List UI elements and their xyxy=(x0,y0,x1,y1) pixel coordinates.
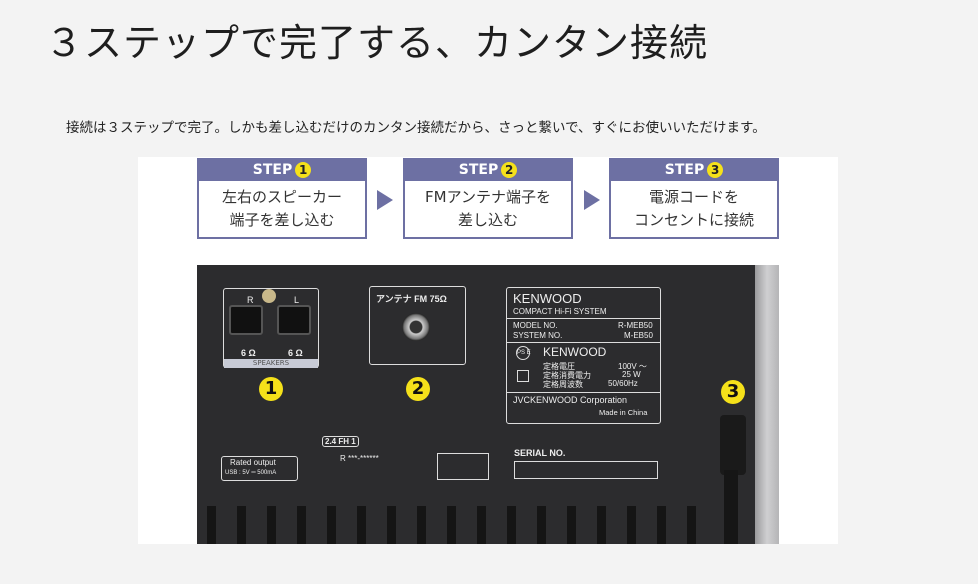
step-label: STEP xyxy=(458,162,499,178)
step-3-text-line2: コンセントに接続 xyxy=(633,211,754,229)
serial-box xyxy=(514,461,658,479)
rating-frequency-label: 定格周波数 xyxy=(543,380,583,389)
step-number-badge: 1 xyxy=(295,162,312,178)
system-value: M-EB50 xyxy=(624,331,653,340)
radio-certification: R ***-****** xyxy=(340,454,379,463)
arrow-right-icon xyxy=(584,190,600,210)
corporation-text: JVCKENWOOD Corporation xyxy=(513,395,628,405)
blank-box xyxy=(437,453,489,480)
rated-output-label xyxy=(221,456,298,481)
step-3-text-line1: 電源コードを xyxy=(648,188,739,206)
step-2-text-line1: FMアンテナ端子を xyxy=(425,188,551,206)
rated-output-text: Rated output xyxy=(230,458,276,467)
rating-power-label: 定格消費電力 xyxy=(543,371,591,380)
rating-voltage-value: 100V 〜 xyxy=(618,362,647,371)
brand-text-2: KENWOOD xyxy=(543,345,607,359)
rating-power-value: 25 W xyxy=(622,370,641,379)
device-side-panel xyxy=(755,265,779,544)
step-label: STEP xyxy=(252,162,293,178)
arrow-right-icon xyxy=(377,190,393,210)
model-value: R-MEB50 xyxy=(618,321,653,330)
marker-2-badge: 2 xyxy=(406,377,430,401)
step-2-text-line2: 差し込む xyxy=(457,211,518,229)
made-in-text: Made in China xyxy=(599,408,648,417)
product-text: COMPACT Hi-Fi SYSTEM xyxy=(513,307,607,316)
speaker-jack-l xyxy=(277,305,311,335)
speaker-jack-r xyxy=(229,305,263,335)
rating-frequency-value: 50/60Hz xyxy=(608,379,638,388)
model-label: MODEL NO. xyxy=(513,321,558,330)
brand-text: KENWOOD xyxy=(513,291,582,306)
step-1-text-line2: 端子を差し込む xyxy=(229,211,335,229)
rating-voltage-label: 定格電圧 xyxy=(543,362,575,371)
screw-icon xyxy=(262,289,276,303)
power-cord xyxy=(724,470,738,544)
system-label: SYSTEM NO. xyxy=(513,331,563,340)
ohm-l-label: 6 Ω xyxy=(288,348,303,358)
marker-3-badge: 3 xyxy=(721,380,745,404)
page-subtitle: 接続は３ステップで完了。しかも差し込むだけのカンタン接続だから、さっと繋いで、す… xyxy=(66,120,766,136)
power-cord-plug xyxy=(720,415,746,475)
serial-label: SERIAL NO. xyxy=(514,448,566,458)
fm-antenna-jack xyxy=(402,313,430,341)
speakers-label: SPEAKERS xyxy=(224,359,318,368)
usb-rating-text: USB : 5V ═ 500mA xyxy=(225,470,277,476)
antenna-terminal-area xyxy=(369,286,466,365)
speaker-r-label: R xyxy=(247,295,254,305)
marker-1-badge: 1 xyxy=(259,377,283,401)
step-number-badge: 3 xyxy=(707,162,724,178)
page-title: ３ステップで完了する、カンタン接続 xyxy=(45,21,709,65)
fh-mark: 2.4 FH 1 xyxy=(322,436,359,447)
step-label: STEP xyxy=(664,162,705,178)
antenna-label: アンテナ FM 75Ω xyxy=(376,294,447,304)
speaker-l-label: L xyxy=(294,295,300,305)
double-insulation-icon xyxy=(517,370,529,382)
pse-mark-icon: PS E xyxy=(516,346,531,360)
step-number-badge: 2 xyxy=(501,162,518,178)
ohm-r-label: 6 Ω xyxy=(241,348,256,358)
device-rear-panel: R L 6 Ω 6 Ω SPEAKERS 1 アンテナ FM 75Ω 2 KEN… xyxy=(197,265,757,544)
rating-label xyxy=(506,287,661,424)
step-1-text-line1: 左右のスピーカー xyxy=(221,188,342,206)
